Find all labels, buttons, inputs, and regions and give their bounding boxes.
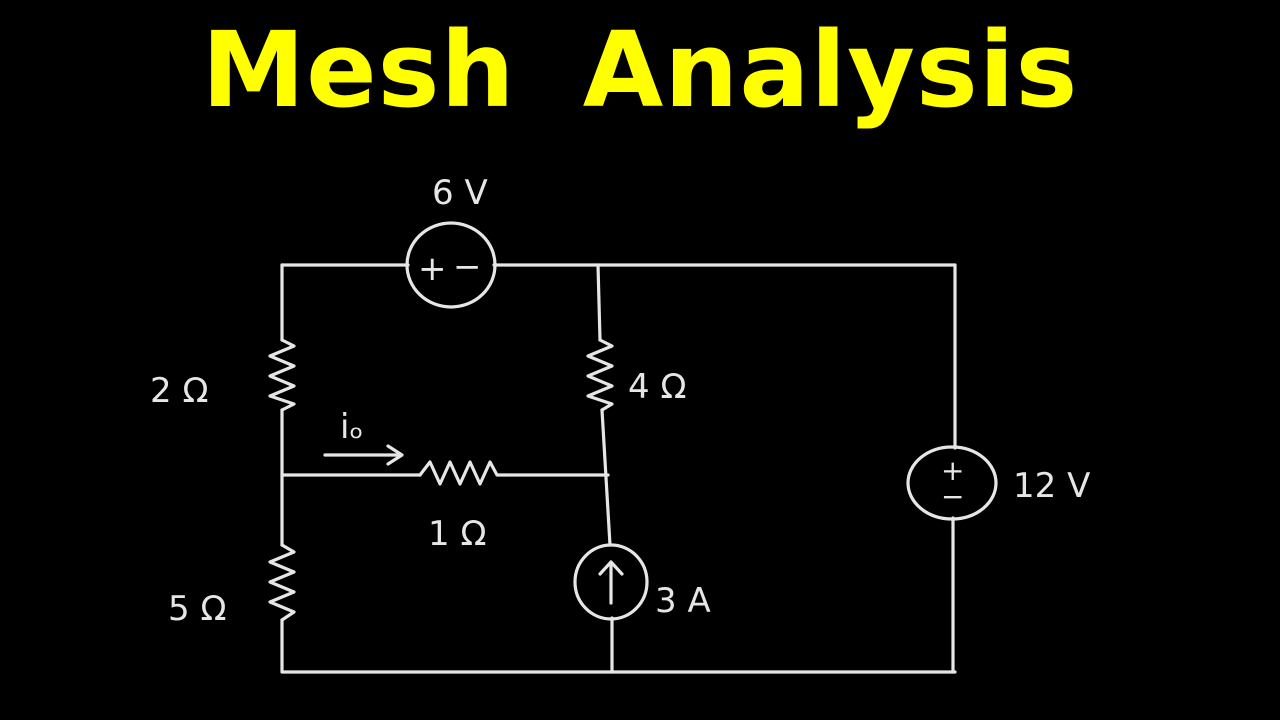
- resistor-2ohm: 2 Ω: [150, 338, 296, 412]
- arrow-right-icon: [323, 444, 404, 466]
- voltage-source-12v: + − 12 V: [906, 445, 1090, 521]
- plus-sign: +: [941, 454, 964, 487]
- wire-middle-top: [596, 263, 602, 342]
- current-source-3a: 3 A: [573, 543, 711, 621]
- resistor-zigzag: [586, 338, 614, 412]
- arrow-up-icon: [598, 560, 624, 605]
- label-3a: 3 A: [655, 581, 711, 621]
- label-12v: 12 V: [1013, 466, 1090, 506]
- label-5ohm: 5 Ω: [168, 589, 226, 629]
- minus-sign: −: [453, 247, 482, 287]
- current-indicator-io: iₒ: [323, 407, 404, 466]
- voltage-source-6v: + − 6 V: [405, 173, 497, 309]
- resistor-zigzag: [268, 338, 296, 412]
- current-source-circle: [573, 543, 649, 621]
- wire-left-bottom: [280, 618, 957, 674]
- resistor-1ohm: 1 Ω: [418, 460, 507, 554]
- label-io: iₒ: [340, 407, 364, 447]
- resistor-5ohm: 5 Ω: [168, 543, 296, 629]
- wire-middle-mid: [600, 408, 612, 547]
- wires: [280, 263, 957, 674]
- label-6v: 6 V: [432, 173, 488, 213]
- voltage-source-circle: [405, 221, 497, 309]
- label-1ohm: 1 Ω: [428, 514, 486, 554]
- page-title: Mesh Analysis: [201, 9, 1079, 131]
- resistor-zigzag: [418, 460, 507, 486]
- label-2ohm: 2 Ω: [150, 371, 208, 411]
- plus-sign: +: [418, 249, 447, 289]
- label-4ohm: 4 Ω: [628, 367, 686, 407]
- resistor-zigzag: [268, 543, 296, 622]
- minus-sign: −: [941, 480, 964, 513]
- resistor-4ohm: 4 Ω: [586, 338, 686, 412]
- voltage-source-circle: [906, 445, 998, 521]
